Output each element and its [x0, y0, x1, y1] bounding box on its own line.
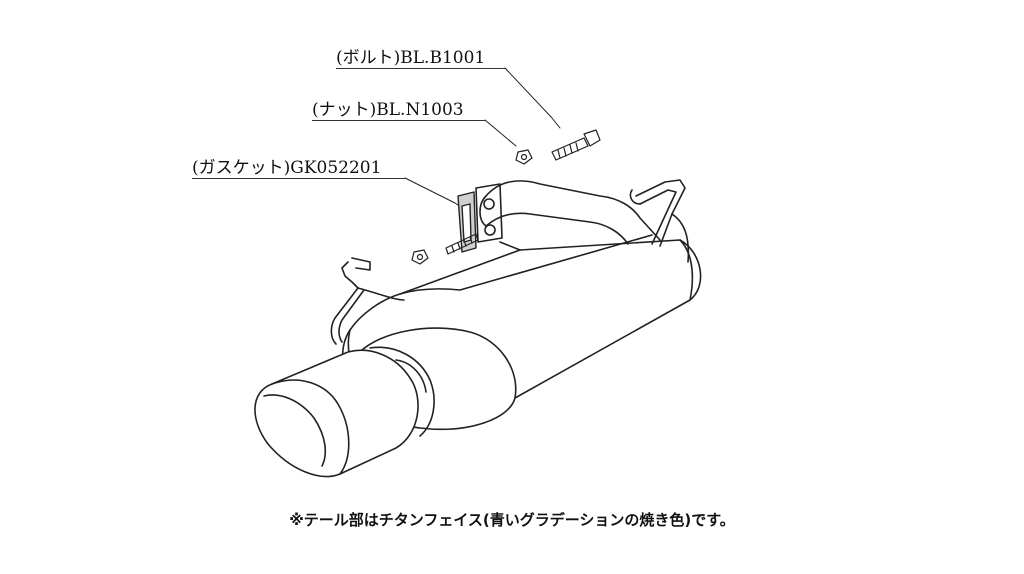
caption-note: ※テール部はチタンフェイス(青いグラデーションの焼き色)です。	[289, 511, 735, 529]
gasket-label-underline	[192, 178, 406, 179]
rear-hanger	[629, 179, 690, 263]
gasket	[457, 191, 477, 253]
front-hanger	[330, 257, 405, 345]
front-stud	[411, 233, 479, 265]
nut-label-underline	[312, 120, 486, 121]
leader-lines	[404, 67, 561, 213]
nut-upper	[515, 149, 533, 165]
nut-label: (ナット)BL.N1003	[312, 100, 464, 120]
bolt-label-underline	[336, 68, 506, 69]
gasket-label: (ガスケット)GK052201	[192, 158, 382, 178]
bolt-label: (ボルト)BL.B1001	[336, 48, 486, 68]
tail-pipe	[254, 346, 435, 478]
inlet-pipe	[475, 180, 661, 251]
bolt	[551, 129, 601, 161]
